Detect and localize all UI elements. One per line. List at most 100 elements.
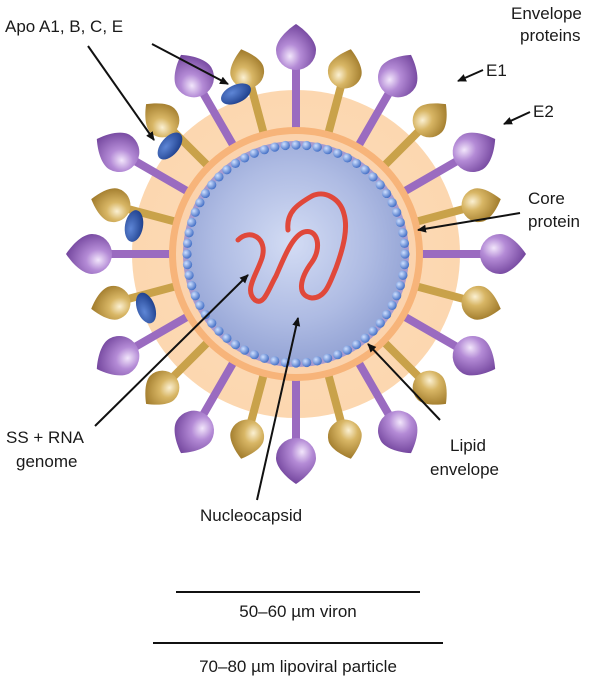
e1-protein-icon [378, 103, 447, 172]
core-protein-bead [291, 358, 301, 368]
nucleocapsid-core [188, 146, 404, 362]
core-protein-bead [195, 300, 205, 310]
protein-stem [323, 76, 347, 141]
core-protein-bead [400, 249, 410, 259]
core-protein-bead [270, 356, 280, 366]
e2-protein-icon [353, 54, 418, 153]
core-protein-bead [342, 345, 352, 355]
nucleocapsid-label: Nucleocapsid [200, 506, 302, 525]
e2-protein-icon [174, 54, 239, 153]
core-protein-bead [375, 318, 385, 328]
e1-protein-icon [91, 188, 183, 227]
protein-head [461, 285, 501, 320]
protein-head [461, 188, 501, 223]
core-protein-bead [190, 291, 200, 301]
core-protein-bead [392, 291, 402, 301]
e1-protein-icon [378, 336, 447, 405]
core-protein-bead [249, 148, 259, 158]
protein-head [276, 438, 316, 484]
core-protein-bead [399, 260, 410, 270]
e2-protein-icon [397, 311, 496, 376]
core-protein-bead [342, 153, 352, 163]
protein-stem [397, 154, 467, 197]
core-protein-bead [182, 260, 193, 270]
protein-stem [125, 154, 195, 197]
e2-label: E2 [533, 102, 554, 121]
core-protein-label-1: Core [528, 189, 565, 208]
e1-protein-icon [230, 49, 269, 141]
core-protein-bead [392, 207, 402, 217]
e1-protein-icon [230, 367, 269, 459]
core-protein-bead [207, 318, 217, 328]
protein-stem [378, 122, 428, 172]
core-protein-bead [333, 350, 343, 360]
protein-head [145, 103, 180, 138]
protein-stem [118, 203, 183, 227]
core-protein-bead [200, 309, 210, 320]
apo-arrow-2 [151, 43, 229, 85]
core-protein-bead [351, 340, 362, 350]
protein-head [91, 188, 131, 223]
rna-genome-label-2: genome [16, 452, 77, 471]
core-protein-bead [375, 180, 385, 190]
core-protein-bead [382, 309, 392, 320]
core-protein-bead [387, 198, 397, 208]
apo-arrow-1 [87, 45, 155, 141]
protein-stem [353, 355, 396, 425]
core-protein-bead [195, 198, 205, 208]
core-protein-bead [270, 142, 280, 152]
lipid-envelope-label-2: envelope [430, 460, 499, 479]
rna-arrow [94, 274, 249, 427]
core-protein-bead [200, 188, 210, 199]
core-protein-bead [323, 353, 333, 363]
protein-stem [118, 281, 183, 305]
lipid-arrow [367, 343, 441, 421]
core-protein-bead [222, 165, 232, 175]
core-protein-bead [323, 145, 333, 155]
core-protein-bead [395, 281, 405, 291]
e2-protein-icon [96, 132, 195, 197]
protein-stem [409, 281, 474, 305]
protein-stem [245, 76, 269, 141]
protein-stem [353, 83, 396, 153]
core-protein-bead [249, 350, 259, 360]
protein-stem [196, 355, 239, 425]
protein-head [91, 285, 131, 320]
lipoviral-scale-label: 70–80 µm lipoviral particle [199, 657, 397, 676]
core-protein-beads [182, 140, 410, 368]
apo-particle-icon [135, 292, 157, 324]
core-protein-bead [280, 140, 290, 151]
e2-protein-icon [66, 234, 178, 274]
e2-protein-icon [414, 234, 526, 274]
rna-genome [235, 191, 349, 304]
protein-head [452, 336, 496, 376]
lipid-envelope-label-1: Lipid [450, 436, 486, 455]
core-protein-bead [240, 153, 250, 163]
protein-stem [397, 311, 467, 354]
protein-head [378, 410, 418, 454]
protein-head [96, 132, 140, 172]
protein-head [145, 370, 180, 405]
e2-protein-icon [353, 355, 418, 454]
envelope-proteins-label-1: Envelope [511, 4, 582, 23]
core-protein-bead [368, 326, 378, 336]
core-protein-bead [368, 172, 378, 182]
protein-stem [125, 311, 195, 354]
protein-head [174, 54, 214, 98]
core-protein-bead [360, 333, 370, 343]
protein-head [327, 49, 362, 89]
protein-head [452, 132, 496, 172]
e1-protein-icon [145, 336, 214, 405]
core-protein-bead [302, 140, 312, 151]
e2-protein-icon [397, 132, 496, 197]
e1-protein-icon [409, 281, 501, 320]
core-protein-bead [312, 142, 322, 152]
protein-stem [409, 203, 474, 227]
core-protein-label-2: protein [528, 212, 580, 231]
apo-particle-icon [157, 132, 183, 160]
viron-scale-label: 50–60 µm viron [239, 602, 357, 621]
envelope-proteins [66, 24, 526, 484]
protein-stem [378, 336, 428, 386]
